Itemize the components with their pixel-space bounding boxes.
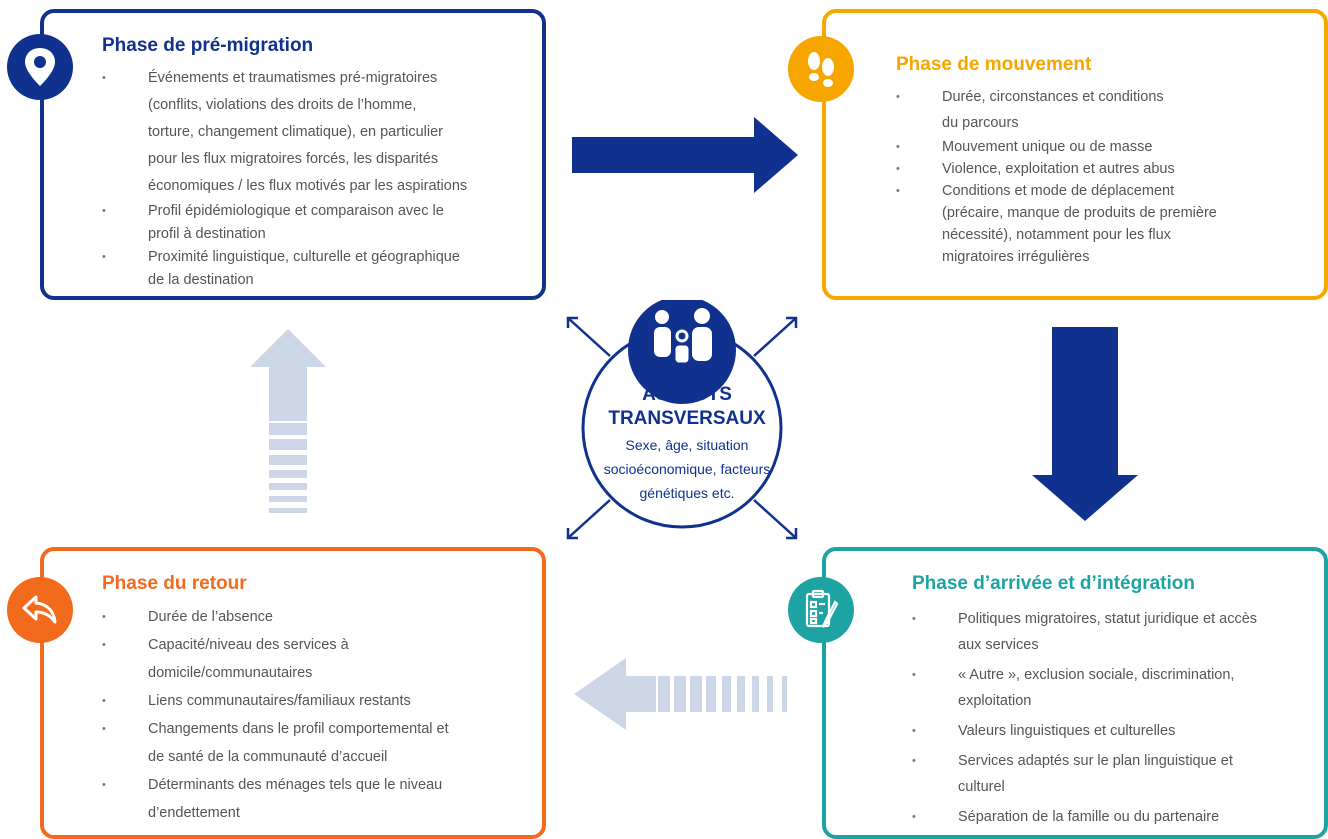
cross-cutting-title: ASPECTS TRANSVERSAUX — [608, 384, 766, 429]
list-item: Déterminants des ménages tels que le niv… — [102, 771, 502, 827]
list-item: « Autre », exclusion sociale, discrimina… — [912, 662, 1312, 714]
list-item: Événements et traumatismes pré-migratoir… — [102, 65, 532, 200]
pre-migration-title: Phase de pré-migration — [102, 35, 314, 56]
list-item: Capacité/niveau des services à domicile/… — [102, 631, 502, 687]
pre-migration-list: Événements et traumatismes pré-migratoir… — [102, 65, 532, 292]
list-item: Valeurs linguistiques et culturelles — [912, 718, 1312, 744]
list-item: Proximité linguistique, culturelle et gé… — [102, 246, 532, 292]
diagonal-arrows — [566, 316, 798, 540]
pre-migration-box: Phase de pré-migration Événements et tra… — [40, 9, 546, 300]
list-item: Politiques migratoires, statut juridique… — [912, 606, 1312, 658]
movement-list: Durée, circonstances et conditions du pa… — [896, 84, 1316, 268]
list-item: Changements dans le profil comportementa… — [102, 715, 502, 771]
arrival-list: Politiques migratoires, statut juridique… — [912, 606, 1312, 830]
return-arrow-icon — [7, 577, 73, 643]
return-list: Durée de l’absence Capacité/niveau des s… — [102, 603, 502, 827]
list-item: Durée de l’absence — [102, 603, 502, 631]
movement-title: Phase de mouvement — [896, 54, 1092, 75]
movement-box: Phase de mouvement Durée, circonstances … — [822, 9, 1328, 300]
arrow-pre-to-movement — [572, 117, 798, 193]
family-icon — [628, 300, 736, 404]
arrow-return-to-pre — [250, 329, 326, 513]
cross-cutting-subtitle: Sexe, âge, situation socioéconomique, fa… — [603, 437, 771, 501]
return-title: Phase du retour — [102, 573, 247, 594]
location-pin-icon — [7, 34, 73, 100]
list-item: Conditions et mode de déplacement (préca… — [896, 180, 1316, 268]
cross-cutting-text: ASPECTS TRANSVERSAUX Sexe, âge, situatio… — [585, 383, 789, 505]
list-item: Violence, exploitation et autres abus — [896, 158, 1316, 180]
checklist-icon — [788, 577, 854, 643]
return-box: Phase du retour Durée de l’absence Capac… — [40, 547, 546, 839]
list-item: Liens communautaires/familiaux restants — [102, 687, 502, 715]
arrow-arrival-to-return — [574, 658, 787, 730]
list-item: Durée, circonstances et conditions du pa… — [896, 84, 1316, 136]
arrow-movement-to-arrival — [1032, 327, 1138, 521]
list-item: Profil épidémiologique et comparaison av… — [102, 200, 532, 246]
cross-cutting-circle — [566, 300, 798, 540]
list-item: Séparation de la famille ou du partenair… — [912, 804, 1312, 830]
list-item: Services adaptés sur le plan linguistiqu… — [912, 748, 1312, 800]
arrival-box: Phase d’arrivée et d’intégration Politiq… — [822, 547, 1328, 839]
list-item: Mouvement unique ou de masse — [896, 136, 1316, 158]
footprints-icon — [788, 36, 854, 102]
arrival-title: Phase d’arrivée et d’intégration — [912, 573, 1195, 594]
